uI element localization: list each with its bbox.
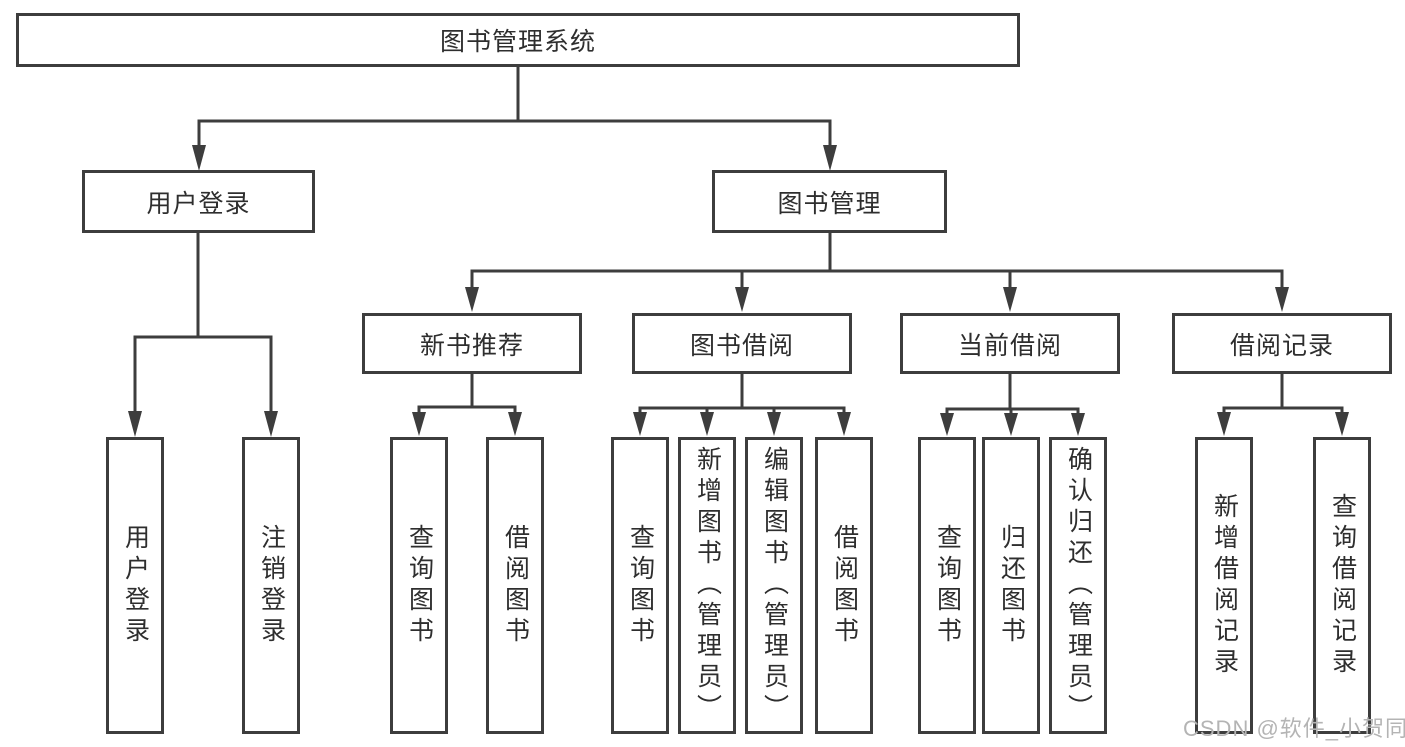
leaf-confirm-return-admin: 确认归还（管理员）: [1049, 437, 1107, 734]
node-book-management: 图书管理: [712, 170, 947, 233]
csdn-watermark: CSDN @软件_小贺同学: [1183, 716, 1405, 741]
leaf-query-books-current: 查询图书: [918, 437, 976, 734]
node-root-system: 图书管理系统: [16, 13, 1020, 67]
node-book-borrow: 图书借阅: [632, 313, 852, 374]
connector-new-book-branch: [417, 374, 517, 414]
leaf-query-books-borrow: 查询图书: [611, 437, 669, 734]
leaf-return-books: 归还图书: [982, 437, 1040, 734]
leaf-edit-books-admin: 编辑图书（管理员）: [745, 437, 803, 734]
leaf-logout: 注销登录: [242, 437, 300, 734]
leaf-borrow-books-recommend: 借阅图书: [486, 437, 544, 734]
leaf-add-borrow-record: 新增借阅记录: [1195, 437, 1253, 734]
connector-user-login-branch: [133, 233, 273, 413]
node-current-borrow: 当前借阅: [900, 313, 1120, 374]
connector-book-management-branch: [470, 233, 1284, 291]
leaf-query-borrow-record: 查询借阅记录: [1313, 437, 1371, 734]
node-borrow-records: 借阅记录: [1172, 313, 1392, 374]
connector-root-to-level2: [197, 67, 832, 147]
leaf-borrow-books: 借阅图书: [815, 437, 873, 734]
arrowheads: [128, 145, 1349, 437]
node-user-login: 用户登录: [82, 170, 315, 233]
node-new-book-recommend: 新书推荐: [362, 313, 582, 374]
leaf-user-login: 用户登录: [106, 437, 164, 734]
connector-current-borrow-branch: [945, 374, 1080, 415]
leaf-add-books-admin: 新增图书（管理员）: [678, 437, 736, 734]
connector-borrow-records-branch: [1222, 374, 1344, 414]
connector-book-borrow-branch: [638, 374, 846, 414]
leaf-query-books-recommend: 查询图书: [390, 437, 448, 734]
